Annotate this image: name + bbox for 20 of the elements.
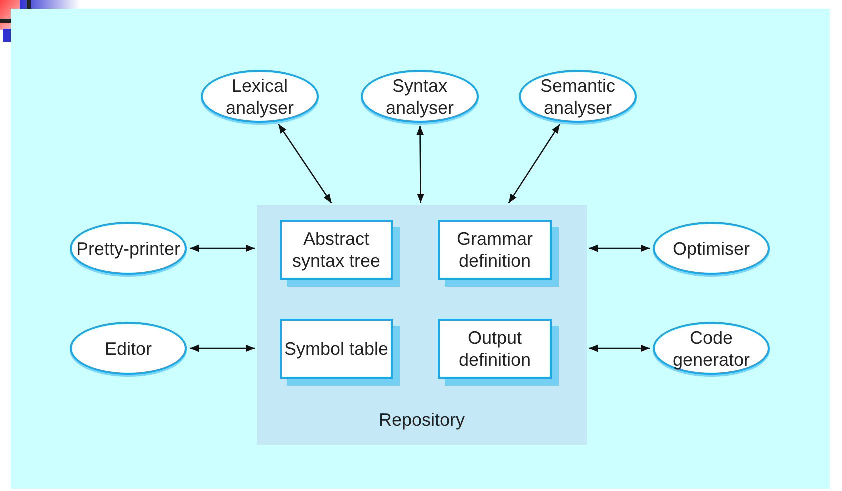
node-label: Pretty-printer: [76, 238, 181, 260]
double-arrow: [508, 124, 560, 204]
node-label: Optimiser: [672, 238, 750, 260]
node-label: Symbol table: [284, 338, 389, 360]
node-label: Repository: [378, 409, 466, 431]
repository-panel: [257, 205, 587, 445]
double-arrow: [278, 124, 332, 204]
node-label: Grammar definition: [456, 228, 534, 272]
node-label: Lexical analyser: [224, 74, 296, 118]
double-arrow: [589, 344, 650, 352]
double-arrow: [190, 244, 255, 252]
double-arrow: [416, 126, 424, 203]
node-label: Editor: [104, 338, 152, 360]
node-label: Syntax analyser: [384, 74, 456, 118]
node-label: Abstract syntax tree: [291, 228, 382, 272]
double-arrow: [190, 344, 255, 352]
node-label: Code generator: [672, 326, 752, 370]
double-arrow: [589, 244, 650, 252]
node-label: Semantic analyser: [539, 74, 617, 118]
node-label: Output definition: [458, 327, 532, 371]
